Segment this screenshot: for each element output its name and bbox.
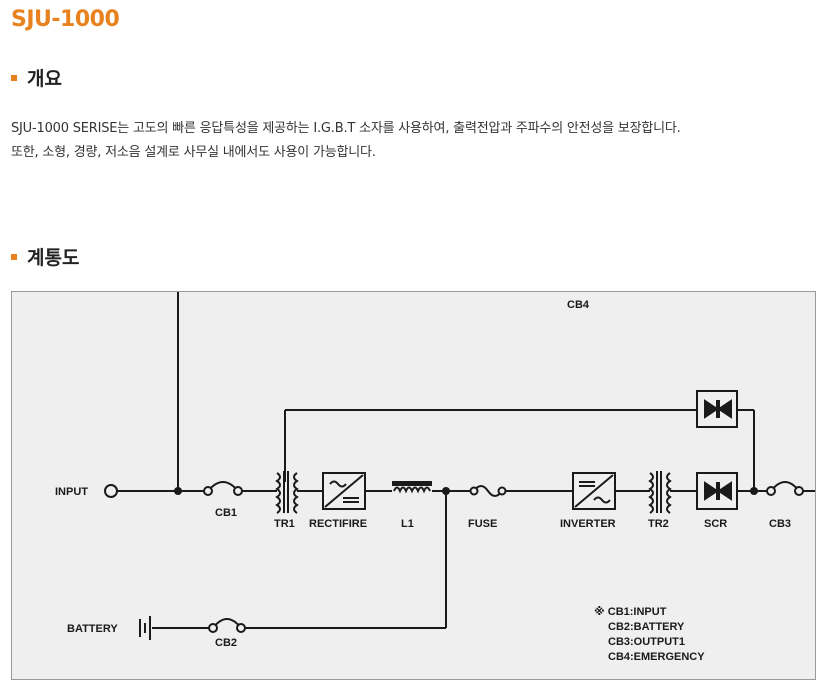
cb3-label: CB3	[769, 518, 791, 530]
battery-symbol	[139, 616, 151, 640]
input-label: INPUT	[55, 486, 88, 498]
junction-node	[442, 487, 450, 495]
scr-label: SCR	[704, 518, 727, 530]
legend-item: ※ CB1:INPUT	[594, 606, 667, 618]
heading-bullet	[11, 253, 17, 260]
l1-inductor	[392, 481, 432, 494]
heading-bullet	[11, 74, 17, 81]
rectifire-label: RECTIFIRE	[309, 518, 367, 530]
overview-line-1: SJU-1000 SERISE는 고도의 빠른 응답특성을 제공하는 I.G.B…	[11, 121, 681, 136]
legend-item: CB2:BATTERY	[608, 621, 685, 633]
system-diagram-svg: CB4 INPUT BATTERY CB1 CB2 TR1 RECTIFIRE …	[55, 292, 815, 663]
tr1-label: TR1	[274, 518, 295, 530]
input-terminal	[104, 484, 118, 498]
diagram-heading: 계통도	[11, 243, 79, 270]
cb2-label: CB2	[215, 637, 237, 649]
inverter-block	[572, 472, 616, 510]
product-title: SJU-1000	[11, 7, 120, 32]
overview-line-2: 또한, 소형, 경량, 저소음 설계로 사무실 내에서도 사용이 가능합니다.	[11, 145, 376, 160]
legend-item: CB3:OUTPUT1	[608, 636, 685, 648]
overview-text: SJU-1000 SERISE는 고도의 빠른 응답특성을 제공하는 I.G.B…	[11, 117, 681, 165]
fuse-label: FUSE	[468, 518, 497, 530]
overview-heading-text: 개요	[27, 68, 62, 90]
l1-label: L1	[401, 518, 414, 530]
legend-item: CB4:EMERGENCY	[608, 651, 705, 663]
battery-label: BATTERY	[67, 623, 118, 635]
rectifier-block	[322, 472, 366, 510]
junction-node	[750, 487, 758, 495]
tr2-label: TR2	[648, 518, 669, 530]
cb3-breaker	[766, 481, 804, 496]
scr-switch	[696, 472, 738, 510]
system-diagram: CB4 INPUT BATTERY CB1 CB2 TR1 RECTIFIRE …	[11, 291, 816, 680]
cb1-breaker	[203, 481, 243, 496]
junction-node	[174, 487, 182, 495]
diagram-heading-text: 계통도	[27, 247, 80, 269]
overview-heading: 개요	[11, 64, 62, 91]
fuse	[469, 485, 507, 497]
tr2-transformer	[648, 471, 672, 514]
inverter-label: INVERTER	[560, 518, 616, 530]
cb1-label: CB1	[215, 507, 237, 519]
tr1-transformer	[275, 471, 299, 514]
cb2-breaker	[208, 618, 246, 633]
bypass-scr-switch	[696, 390, 738, 428]
cb4-label: CB4	[567, 299, 590, 311]
